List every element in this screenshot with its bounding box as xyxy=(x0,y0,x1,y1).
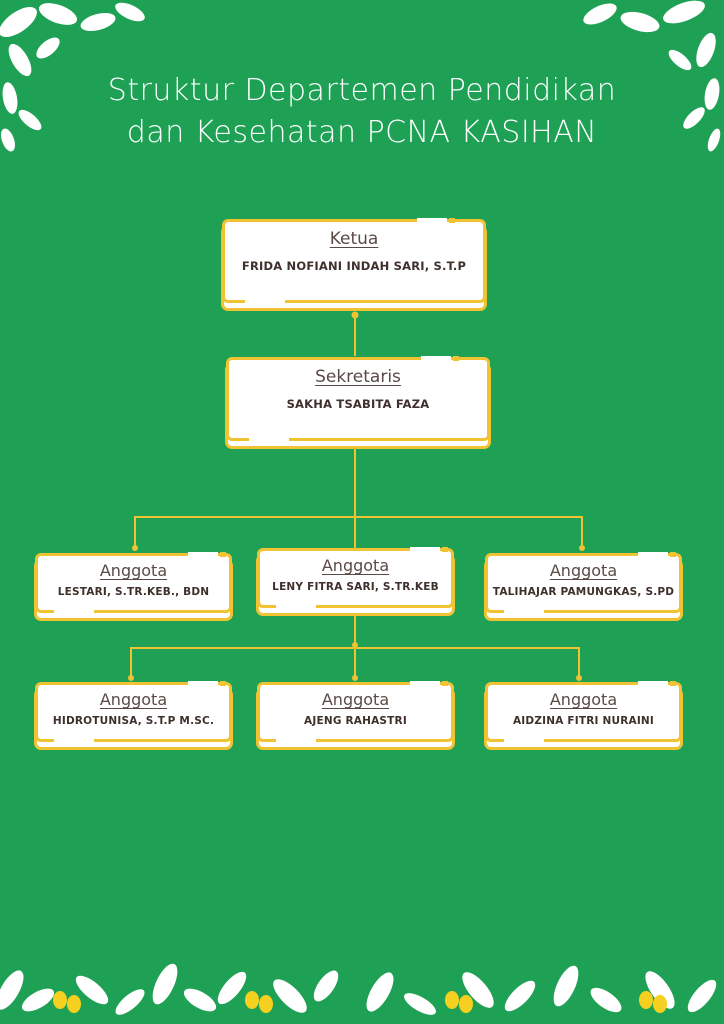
member-name: AIDZINA FITRI NURAINI xyxy=(512,715,655,727)
role-label: Anggota xyxy=(549,561,618,580)
card-ketua: Ketua FRIDA NOFIANI INDAH SARI, S.T.P xyxy=(222,218,486,304)
member-name: LESTARI, S.TR.KEB., BDN xyxy=(57,586,210,598)
role-label: Ketua xyxy=(329,229,379,249)
connector-row1-branch xyxy=(134,516,583,550)
card-anggota-2: Anggota LENY FITRA SARI, S.TR.KEB xyxy=(257,547,454,609)
title-line-1: Struktur Departemen Pendidikan xyxy=(107,73,617,108)
role-label: Anggota xyxy=(549,690,618,709)
member-name: FRIDA NOFIANI INDAH SARI, S.T.P xyxy=(241,259,467,273)
card-sekretaris: Sekretaris SAKHA TSABITA FAZA xyxy=(226,356,490,442)
role-label: Anggota xyxy=(99,690,168,709)
card-anggota-4: Anggota HIDROTUNISA, S.T.P M.SC. xyxy=(35,681,232,743)
role-label: Sekretaris xyxy=(315,367,401,387)
role-label: Anggota xyxy=(321,690,390,709)
role-label: Anggota xyxy=(321,556,390,575)
title-line-2: dan Kesehatan PCNA KASIHAN xyxy=(126,115,598,150)
card-anggota-1: Anggota LESTARI, S.TR.KEB., BDN xyxy=(35,552,232,614)
member-name: SAKHA TSABITA FAZA xyxy=(286,397,430,411)
card-anggota-6: Anggota AIDZINA FITRI NURAINI xyxy=(485,681,682,743)
page-title: Struktur Departemen Pendidikan dan Keseh… xyxy=(62,70,662,154)
role-label: Anggota xyxy=(99,561,168,580)
card-anggota-3: Anggota TALIHAJAR PAMUNGKAS, S.PD xyxy=(485,552,682,614)
member-name: LENY FITRA SARI, S.TR.KEB xyxy=(272,581,439,593)
member-name: TALIHAJAR PAMUNGKAS, S.PD xyxy=(492,586,675,598)
member-name: HIDROTUNISA, S.T.P M.SC. xyxy=(52,715,215,727)
member-name: AJENG RAHASTRI xyxy=(304,715,407,727)
card-anggota-5: Anggota AJENG RAHASTRI xyxy=(257,681,454,743)
